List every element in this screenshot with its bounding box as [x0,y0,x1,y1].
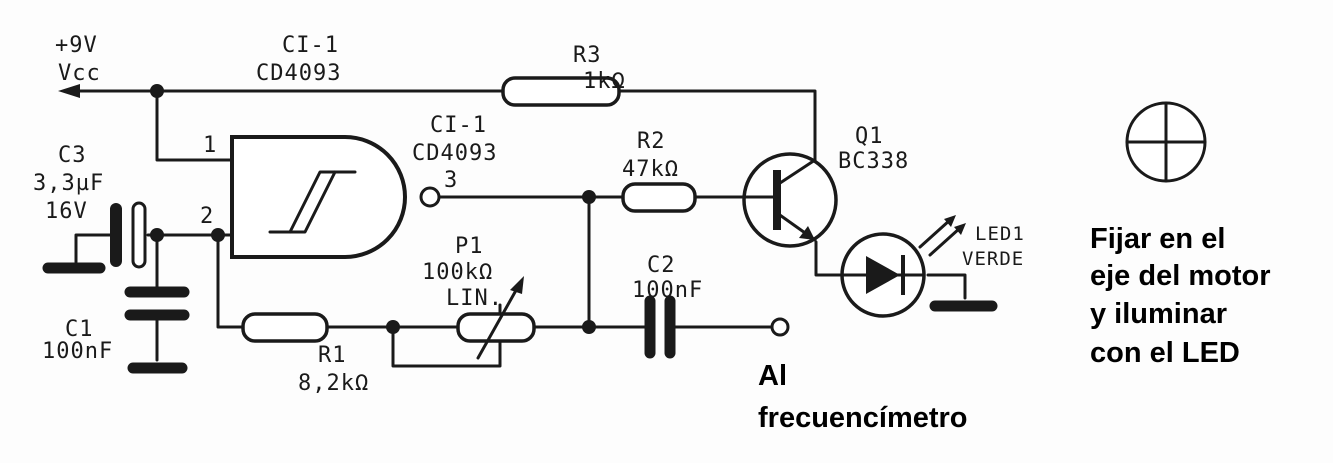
nand-schmitt-gate [230,135,441,259]
c2-value-label: 100nF [632,278,703,303]
junction-dot [211,228,225,242]
junction-dot [582,190,596,204]
junction-dot [150,228,164,242]
c3-voltage-label: 16V [45,199,88,224]
r2-ref-label: R2 [637,129,666,154]
vcc-rail-wire [70,89,817,162]
resistor-r2 [621,182,697,213]
junction-dot [386,320,400,334]
r1-left-wire [216,233,247,329]
ic-top-part-label: CD4093 [256,61,341,86]
junction-dot [582,320,596,334]
r1-value-label: 8,2kΩ [298,371,369,396]
resistor-r3 [501,76,621,107]
led-color-label: VERDE [962,248,1024,270]
gate-pin1-label: 1 [203,133,217,158]
r1-ref-label: R1 [318,343,347,368]
led-wire [814,240,967,300]
c3-value-label: 3,3µF [33,171,104,196]
pin1-wire [155,89,234,162]
supply-name-label: Vcc [58,61,101,86]
capacitor-c3 [110,201,147,269]
crosshair-target-icon [1125,101,1207,183]
gate-ref-label: CI-1 [430,113,487,138]
q1-ref-label: Q1 [855,124,884,149]
p1-ref-label: P1 [455,234,484,259]
c2-ref-label: C2 [647,253,676,278]
supply-voltage-label: +9V [55,33,98,58]
r2-value-label: 47kΩ [622,157,679,182]
fix-note-line2: eje del motor [1090,260,1271,292]
transistor-q1 [742,152,838,248]
led-diode [840,215,966,318]
c3-left-wire [74,233,114,264]
r3-value-label: 1kΩ [583,69,626,94]
led-ref-label: LED1 [975,223,1025,245]
vcc-arrow [58,84,80,98]
gate-pin2-label: 2 [200,204,214,229]
fix-note-line1: Fijar en el [1090,223,1225,255]
junction-dot [150,84,164,98]
p1-type-label: LIN. [446,286,503,311]
fix-note-line3: y iluminar [1090,298,1227,330]
c1-value-label: 100nF [42,339,113,364]
ic-top-ref-label: CI-1 [282,33,339,58]
output-note-line1: Al [758,360,787,392]
c3-ref-label: C3 [58,143,87,168]
r3-ref-label: R3 [573,43,602,68]
resistor-r1 [241,312,329,343]
capacitor-c1 [124,286,190,321]
fix-note-line4: con el LED [1090,337,1240,369]
gate-pin3-label: 3 [444,168,458,193]
capacitor-c2 [643,295,676,359]
c1-ref-label: C1 [65,317,94,342]
p1-value-label: 100kΩ [422,260,493,285]
output-terminal[interactable] [770,317,790,337]
gate-part-label: CD4093 [412,141,497,166]
output-note-line2: frecuencímetro [758,402,968,434]
potentiometer-p1 [456,276,536,360]
q1-part-label: BC338 [838,149,909,174]
